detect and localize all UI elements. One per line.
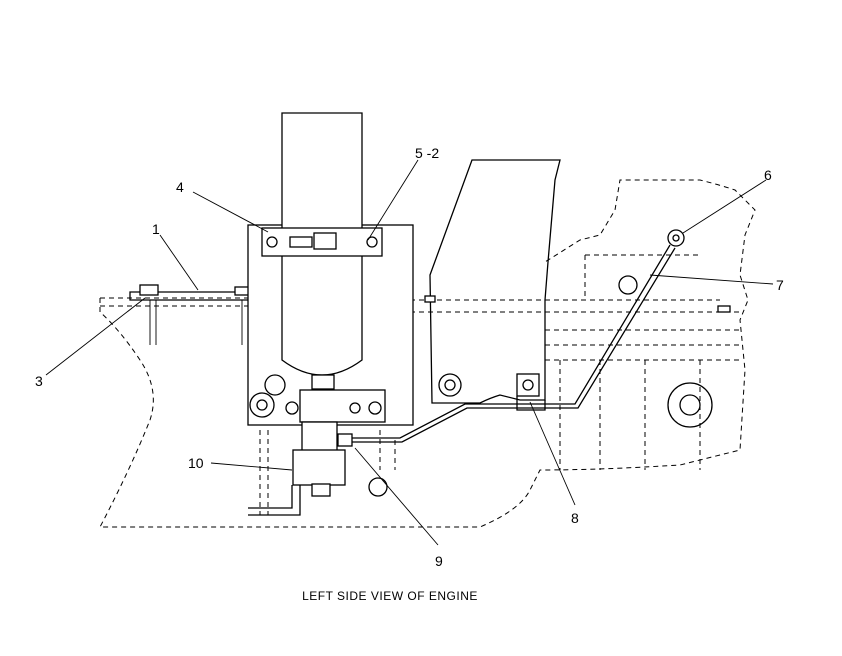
callout-6: 6 xyxy=(764,167,772,183)
fuel-line xyxy=(352,229,731,443)
engine-block-outline xyxy=(99,179,756,528)
engine-housing xyxy=(429,159,561,404)
leader-lines xyxy=(45,159,774,546)
callout-9: 9 xyxy=(435,553,443,569)
callout-5: 5 -2 xyxy=(415,145,439,161)
callout-8: 8 xyxy=(571,510,579,526)
callout-7: 7 xyxy=(776,277,784,293)
fuel-filter xyxy=(247,112,414,426)
callout-10: 10 xyxy=(188,455,204,471)
diagram-caption: LEFT SIDE VIEW OF ENGINE xyxy=(302,589,478,603)
mounting-bracket xyxy=(129,284,251,345)
callout-1: 1 xyxy=(152,221,160,237)
fuel-pump xyxy=(248,421,388,516)
callout-3: 3 xyxy=(35,373,43,389)
callout-labels: 1 3 4 5 -2 6 7 8 9 10 xyxy=(35,145,784,569)
callout-4: 4 xyxy=(176,179,184,195)
